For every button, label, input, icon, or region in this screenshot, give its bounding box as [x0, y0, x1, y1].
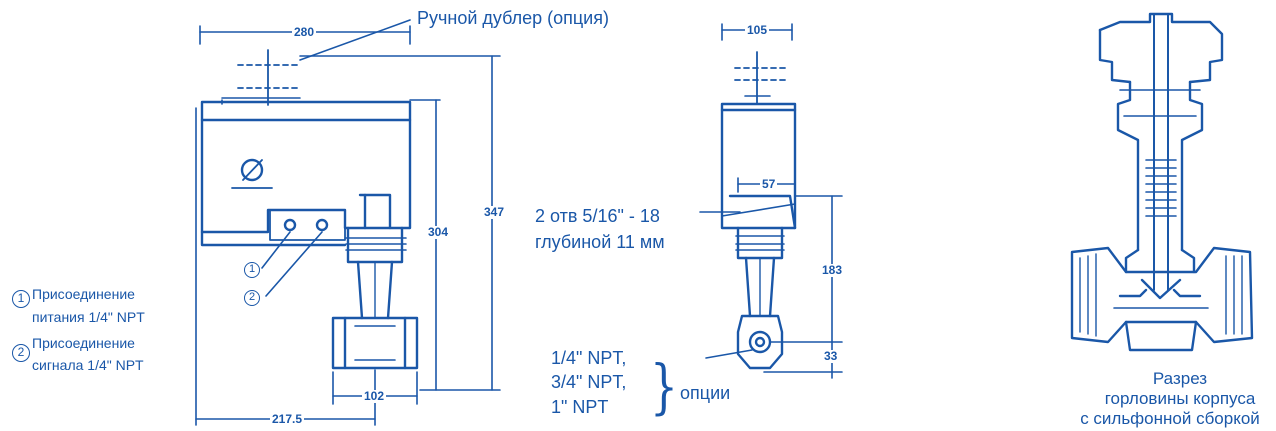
dim-offset-2175: 217.5 — [270, 412, 305, 426]
dim-height-347: 347 — [482, 205, 507, 219]
options-label: опции — [680, 383, 731, 403]
dim-bottom-33: 33 — [822, 349, 840, 363]
dim-width-105: 105 — [745, 23, 770, 37]
holes-label-line2: глубиной 11 мм — [535, 232, 665, 252]
section-view-drawing — [1070, 12, 1254, 352]
options-brace: } — [650, 352, 678, 422]
holes-label-line1: 2 отв 5/16" - 18 — [535, 206, 660, 226]
side-view-drawing — [699, 23, 843, 379]
front-view-drawing — [195, 19, 501, 426]
section-caption-line2: горловины корпуса — [1104, 389, 1256, 408]
thread-option-2: 3/4" NPT, — [551, 372, 627, 392]
legend-item-2-line1: Присоединение — [32, 335, 135, 351]
dim-height-183: 183 — [820, 263, 845, 277]
legend-num-2: 2 — [12, 344, 30, 362]
dim-width-280: 280 — [292, 25, 317, 39]
port-mark-2: 2 — [244, 290, 260, 306]
legend-num-1: 1 — [12, 290, 30, 308]
handwheel-label: Ручной дублер (опция) — [415, 8, 611, 29]
section-caption-line3: с сильфонной сборкой — [1080, 409, 1260, 428]
dim-height-304: 304 — [426, 225, 451, 239]
port-mark-1: 1 — [244, 262, 260, 278]
section-caption-line1: Разрез — [1152, 369, 1208, 388]
legend-item-1-line2: питания 1/4" NPT — [32, 309, 145, 325]
thread-option-1: 1/4" NPT, — [551, 348, 627, 368]
thread-option-3: 1" NPT — [551, 397, 609, 417]
dim-flange-102: 102 — [362, 389, 387, 403]
legend-item-2-line2: сигнала 1/4" NPT — [32, 357, 144, 373]
legend-item-1-line1: Присоединение — [32, 286, 135, 302]
dim-bolt-57: 57 — [760, 177, 778, 191]
